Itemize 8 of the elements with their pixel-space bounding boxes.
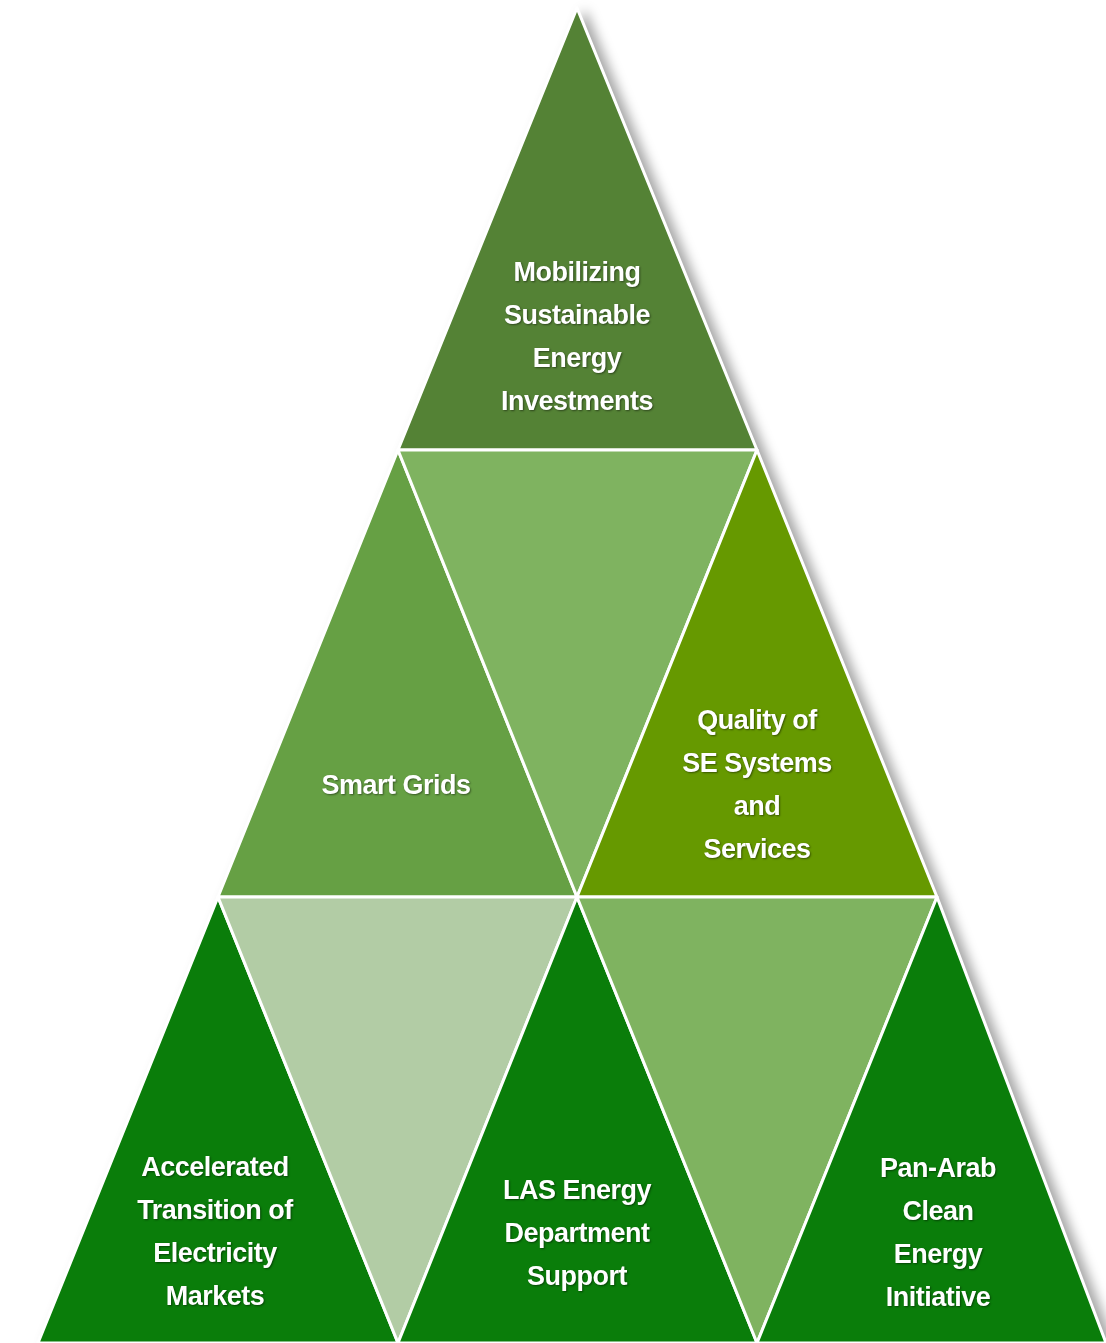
segment-label: LAS Energy Department Support: [501, 1173, 653, 1293]
triangle-segment: [757, 897, 1106, 1343]
segment-label: Smart Grids: [320, 768, 472, 802]
segment-label: Accelerated Transition of Electricity Markets: [136, 1151, 295, 1313]
segment-label: Pan-Arab Clean Energy Initiative: [879, 1152, 997, 1314]
segment-label: Quality of SE Systems and Services: [681, 704, 833, 866]
triangle-segment: [577, 450, 937, 897]
segment-label: Mobilizing Sustainable Energy Investments: [499, 256, 655, 418]
